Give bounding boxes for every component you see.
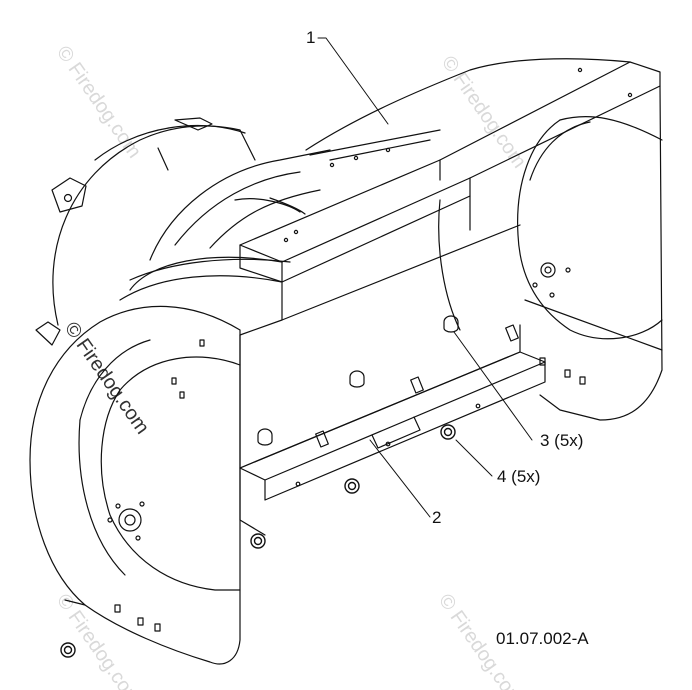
- auger-cylinder-top: [149, 149, 331, 261]
- rear-housing-outline: [52, 125, 256, 326]
- top-beam-front-face: [239, 244, 283, 283]
- rear-bracket-hole: [63, 193, 73, 203]
- drawing-number: 01.07.002-A: [496, 629, 589, 648]
- right-side-plate: [539, 85, 663, 421]
- left-bearing-hole: [118, 508, 142, 532]
- lower-bracket: [35, 321, 61, 346]
- callout-1: 1: [306, 28, 316, 47]
- top-beam-top-face: [239, 61, 661, 263]
- right-side-cutout: [517, 119, 663, 340]
- callout-2: 2: [432, 508, 442, 527]
- callout-4: 4 (5x): [497, 467, 541, 486]
- rear-bracket: [51, 177, 87, 213]
- scraper-bar-front: [264, 361, 546, 501]
- left-side-plate: [29, 305, 241, 665]
- right-bearing-hole: [540, 262, 556, 278]
- flange-nuts: [60, 424, 456, 658]
- callout-3: 3 (5x): [540, 431, 584, 450]
- carriage-bolts: [257, 315, 459, 446]
- rear-housing-rim: [94, 124, 246, 161]
- leader-lines: [317, 37, 533, 518]
- left-side-cutout: [100, 389, 241, 591]
- scraper-bar-top: [239, 351, 546, 481]
